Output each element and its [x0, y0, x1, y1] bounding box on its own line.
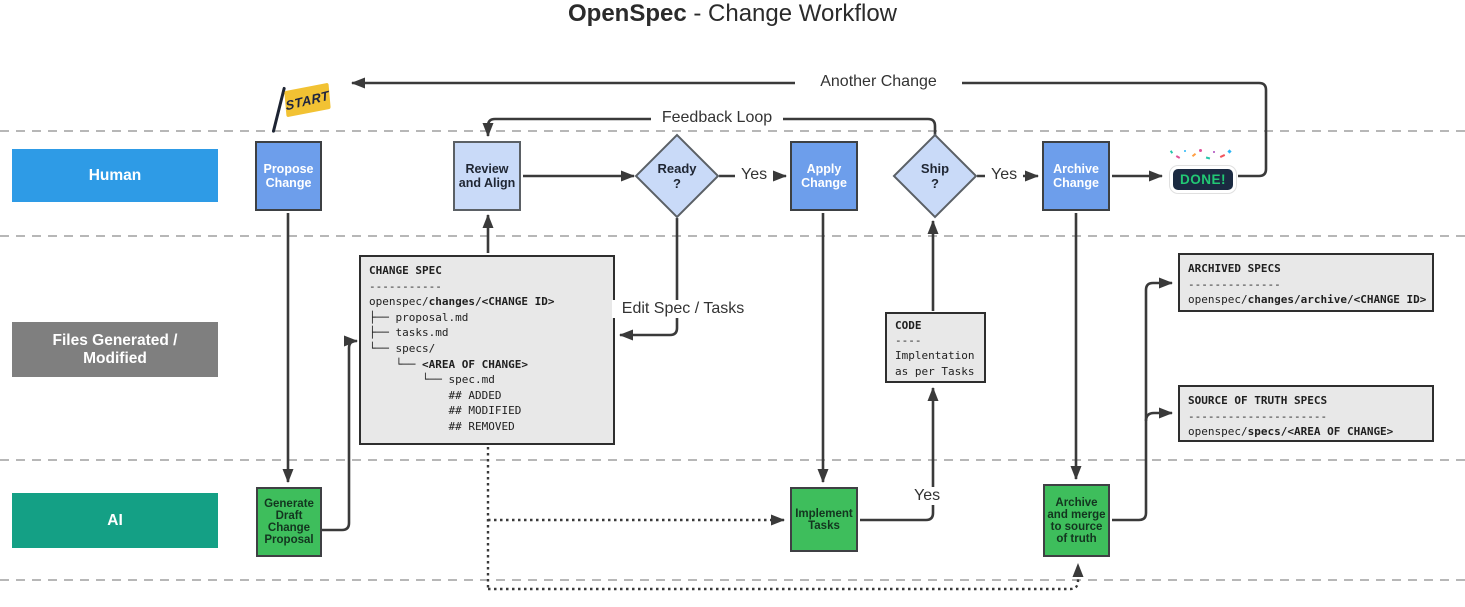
node-implement-tasks: Implement Tasks [790, 487, 858, 552]
edge-label-ready-yes: Yes [735, 166, 774, 184]
edge-label-feedback-loop: Feedback Loop [651, 109, 783, 127]
edge-generate-to-changespec [322, 335, 358, 532]
page-title: OpenSpec - Change Workflow [0, 0, 1465, 28]
edge-archivemerge-to-archivedspecs [1112, 277, 1173, 522]
node-review-and-align: Review and Align [453, 141, 521, 211]
edge-another-change [351, 77, 1268, 178]
file-box-archived-specs: ARCHIVED SPECS--------------openspec/cha… [1178, 253, 1434, 312]
start-flag-label: START [284, 87, 331, 113]
page-title-brand: OpenSpec [567, 0, 687, 27]
node-generate-draft: Generate Draft Change Proposal [256, 487, 322, 557]
lane-label-ai: AI [12, 493, 218, 548]
ready-diamond-label: Ready ? [657, 161, 697, 191]
ship-diamond-label: Ship ? [920, 161, 950, 191]
node-propose-change: Propose Change [255, 141, 322, 211]
flag-banner: START [284, 82, 331, 118]
node-archive-merge: Archive and merge to source of truth [1043, 484, 1110, 557]
file-box-change-spec: CHANGE SPEC-----------openspec/changes/<… [359, 255, 615, 445]
edge-label-implement-yes: Yes [908, 487, 947, 505]
done-sticker: DONE! [1168, 148, 1242, 200]
node-ready-decision: Ready ? [634, 133, 720, 219]
edge-archivemerge-to-sourceoftruth [1144, 407, 1173, 422]
node-archive-change: Archive Change [1042, 141, 1110, 211]
confetti-icon [1168, 148, 1238, 166]
done-sticker-label: DONE! [1170, 166, 1236, 193]
lane-label-human: Human [12, 149, 218, 202]
edge-dotted-changespec-to-archivemerge [488, 563, 1084, 591]
page-title-rest: - Change Workflow [686, 0, 897, 27]
edge-label-edit-spec-tasks: Edit Spec / Tasks [612, 300, 754, 318]
edge-implement-to-code [860, 387, 939, 522]
node-apply-change: Apply Change [790, 141, 858, 211]
start-flag: START [271, 82, 335, 136]
file-box-source-of-truth-specs: SOURCE OF TRUTH SPECS-------------------… [1178, 385, 1434, 442]
node-ship-decision: Ship ? [892, 133, 978, 219]
edge-ready-to-changespec [619, 218, 679, 341]
edge-label-another-change: Another Change [795, 73, 962, 91]
edge-label-ship-yes: Yes [985, 166, 1024, 184]
lane-label-files: Files Generated / Modified [12, 322, 218, 377]
